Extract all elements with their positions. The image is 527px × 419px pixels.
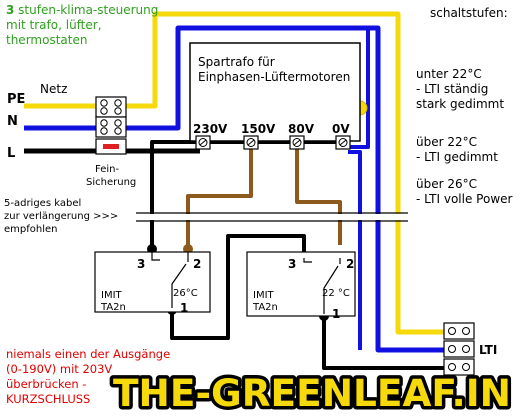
thermostat-right-pin1: 1 bbox=[332, 307, 340, 321]
wire-0v-blue bbox=[348, 28, 370, 149]
stage2-line2: - LTI gedimmt bbox=[416, 150, 498, 164]
cable-note-1: 5-adriges kabel bbox=[4, 198, 81, 209]
watermark: THE-GREENLEAF.IN bbox=[113, 372, 511, 415]
warning-line-4: KURZSCHLUSS bbox=[6, 392, 90, 406]
title-number: 3 bbox=[6, 3, 14, 17]
thermostat-right-switch bbox=[303, 258, 341, 314]
title-text: stufen-klima-steuerung bbox=[14, 3, 158, 17]
terminal-80 bbox=[289, 135, 305, 150]
thermostat-left-box bbox=[94, 251, 211, 313]
wire-n-blue bbox=[24, 25, 448, 353]
thermostat-left-pin3: 3 bbox=[137, 257, 145, 271]
thermostat-left-model-2: TA2n bbox=[100, 302, 126, 313]
thermostat-right-temp: 22 °C bbox=[322, 288, 350, 299]
mains-terminal-block bbox=[95, 96, 127, 138]
tap-label-150: 150V bbox=[241, 122, 276, 136]
title-line-1: 3 stufen-klima-steuerung bbox=[6, 3, 158, 17]
schaltstufen-title: schaltstufen: bbox=[430, 6, 508, 20]
cable-note-3: empfohlen bbox=[4, 224, 58, 235]
stage2-line1: über 22°C bbox=[416, 135, 477, 149]
thermostat-right-pin2: 2 bbox=[346, 257, 354, 271]
tap-label-80: 80V bbox=[288, 122, 315, 136]
transformer-title-2: Einphasen-Lüftermotoren bbox=[198, 70, 350, 84]
transformer: Spartrafo für Einphasen-Lüftermotoren 23… bbox=[189, 42, 361, 150]
tap-label-230: 230V bbox=[193, 122, 228, 136]
warning-line-2: (0-190V) mit 203V bbox=[6, 362, 112, 376]
wire-pe-yellow bbox=[24, 11, 448, 335]
thermostat-left-pin2: 2 bbox=[193, 257, 201, 271]
fuse-label-2: Sicherung bbox=[86, 177, 136, 188]
lti-label: LTI bbox=[479, 343, 497, 357]
terminal-150 bbox=[243, 135, 259, 150]
terminal-230 bbox=[195, 135, 211, 150]
fuse-label-1: Fein- bbox=[95, 164, 119, 175]
transformer-title-1: Spartrafo für bbox=[198, 55, 275, 69]
stage1-line1: unter 22°C bbox=[416, 67, 482, 81]
fuse bbox=[95, 138, 127, 155]
thermostat-right-box bbox=[246, 251, 356, 317]
n-label: N bbox=[7, 114, 18, 129]
thermostat-left-temp: 26°C bbox=[173, 288, 198, 299]
cable-note-2: zur verlängerung >>> bbox=[4, 211, 118, 222]
terminal-0 bbox=[335, 135, 351, 150]
wires bbox=[24, 11, 448, 370]
wire-150-brown bbox=[186, 146, 253, 245]
cable-marker bbox=[136, 212, 408, 222]
wire-left1-to-right3 bbox=[170, 234, 306, 340]
stage3-line1: über 26°C bbox=[416, 177, 477, 191]
stage1-line2: - LTI ständig bbox=[416, 82, 488, 96]
thermostat-left-switch bbox=[151, 252, 189, 308]
transformer-box bbox=[189, 42, 361, 142]
stage1-line3: stark gedimmt bbox=[416, 97, 504, 111]
pe-label: PE bbox=[7, 92, 25, 107]
title-line-3: thermostaten bbox=[6, 33, 87, 47]
title-line-2: mit trafo, lüfter, bbox=[6, 18, 102, 32]
thermostat-left-model-1: IMIT bbox=[101, 290, 123, 301]
thermostat-left-pin1: 1 bbox=[180, 301, 188, 315]
l-label: L bbox=[7, 146, 15, 161]
warning-line-3: überbrücken - bbox=[6, 377, 86, 391]
wire-right1-to-lti bbox=[322, 314, 448, 370]
stage3-line2: - LTI volle Power bbox=[416, 192, 513, 206]
wire-230-down bbox=[150, 140, 198, 245]
thermostat-left: IMIT TA2n 26°C 3 2 1 bbox=[94, 251, 211, 315]
netz-label: Netz bbox=[40, 82, 67, 96]
warning-line-1: niemals einen der Ausgänge bbox=[6, 347, 170, 361]
fuse-element bbox=[103, 144, 119, 149]
thermostat-right-model-2: TA2n bbox=[252, 302, 278, 313]
tap-label-0: 0V bbox=[332, 122, 350, 136]
wire-80-brown bbox=[295, 146, 342, 245]
thermostat-right-model-1: IMIT bbox=[253, 290, 275, 301]
thermostat-right-pin3: 3 bbox=[288, 257, 296, 271]
wire-0v-lti bbox=[348, 150, 362, 350]
thermostat-right: IMIT TA2n 22 °C 3 2 1 bbox=[246, 251, 356, 321]
lti-terminal-block bbox=[443, 322, 475, 376]
